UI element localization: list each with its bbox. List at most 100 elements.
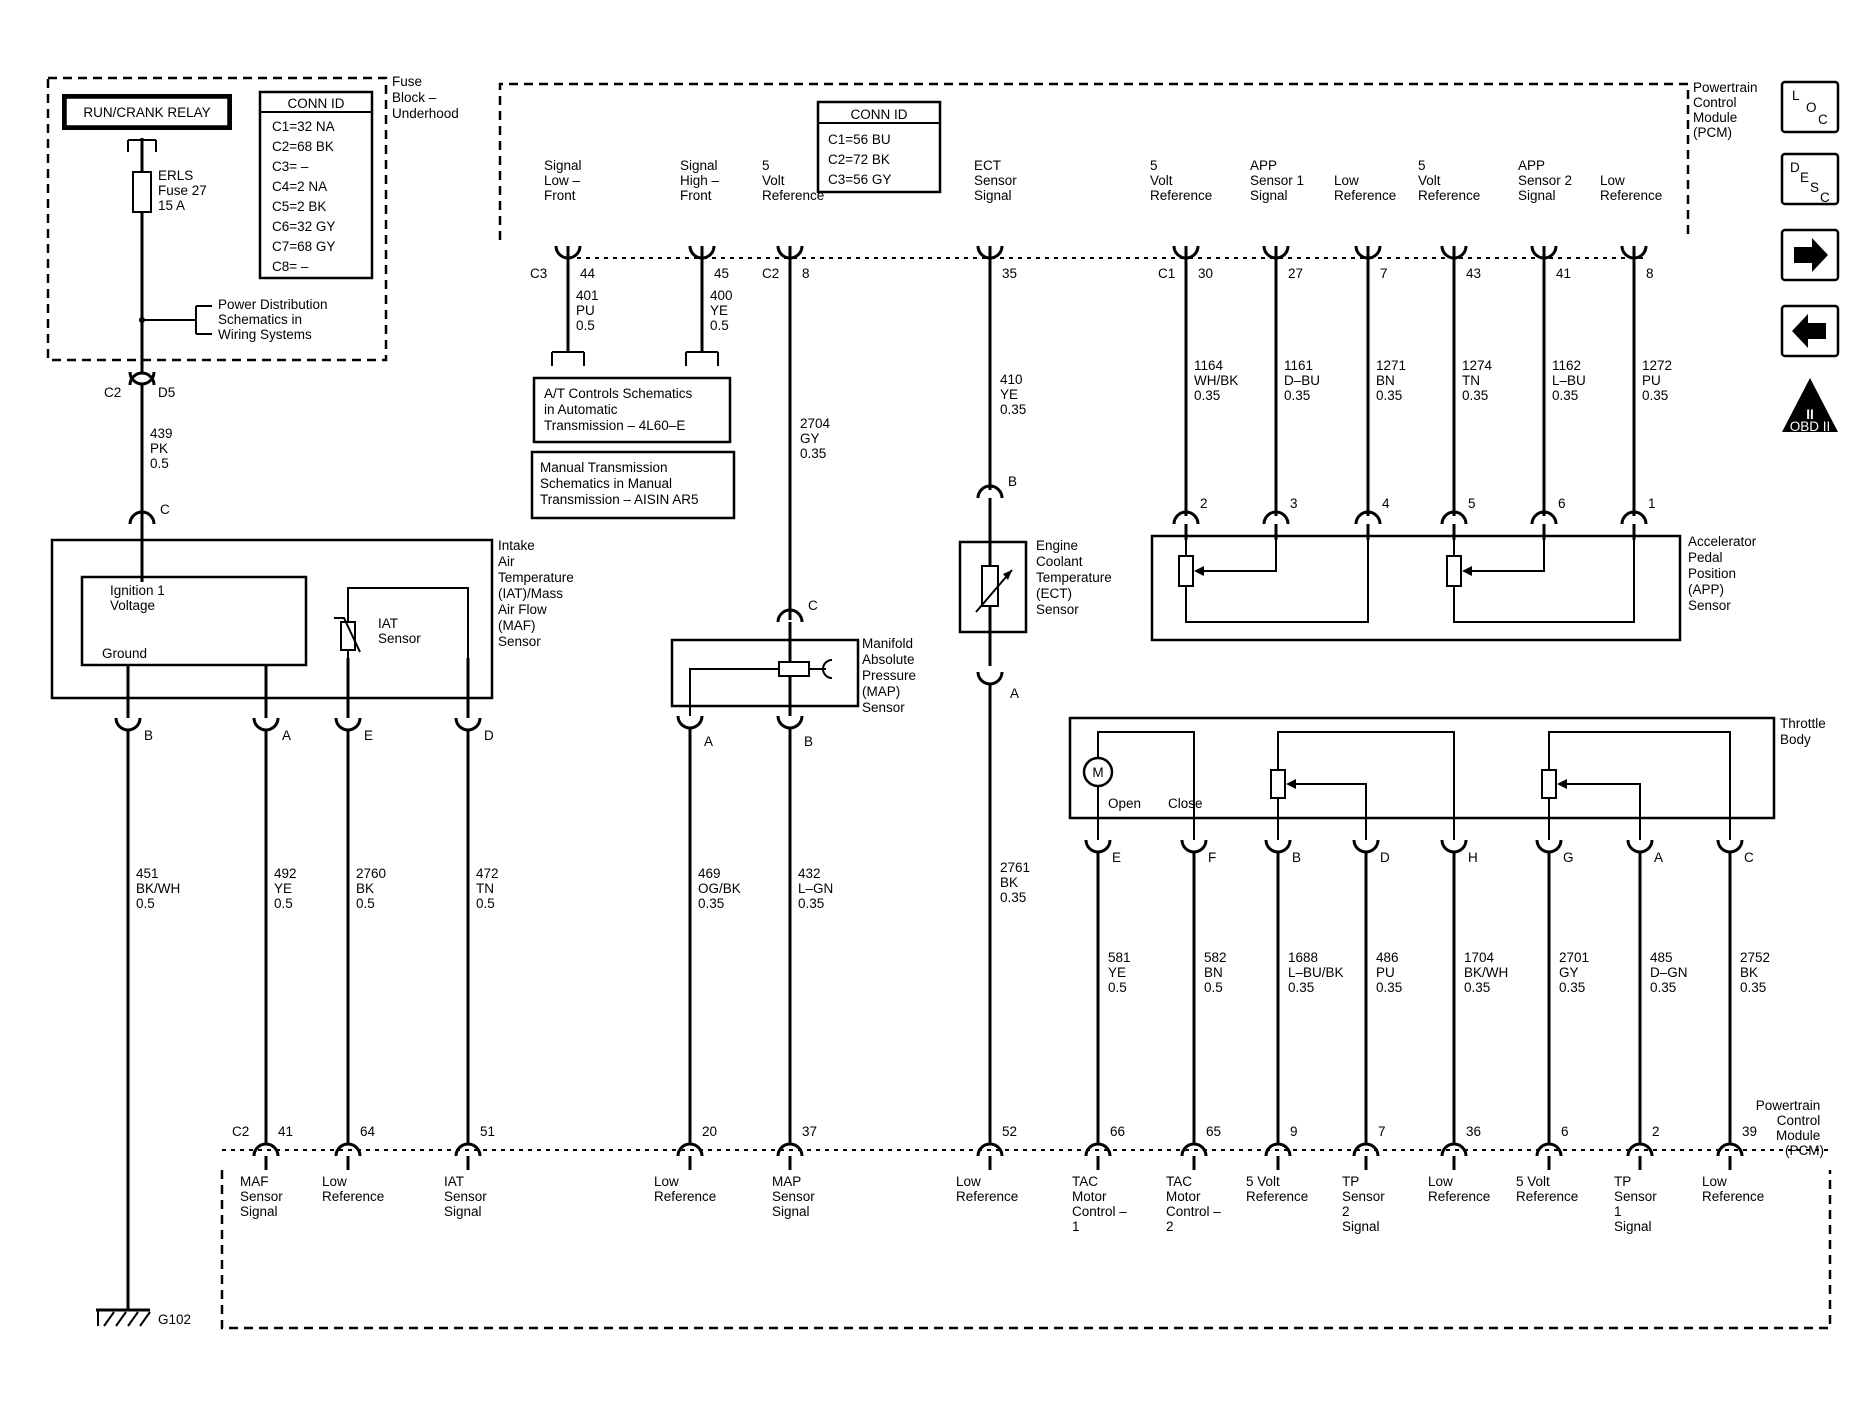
svg-text:S: S <box>1810 180 1819 195</box>
svg-text:E: E <box>1800 170 1809 185</box>
throttle-pin-1: F <box>1208 850 1216 865</box>
close-label: Close <box>1168 796 1203 811</box>
ect-sensor: 410 YE 0.35 B Engine Coolant Temperature… <box>958 258 1116 1144</box>
desc-button[interactable]: D E S C <box>1780 152 1840 206</box>
map-title: Manifold Absolute Pressure (MAP) Sensor <box>862 636 920 715</box>
fuse-block-title: Fuse Block – Underhood <box>392 74 459 121</box>
pcm-top-pin-1: 45 <box>714 266 729 281</box>
iat-maf-pin-0: B <box>144 728 153 743</box>
svg-text:C: C <box>1820 190 1830 205</box>
pcm-conn-id-title: CONN ID <box>851 107 908 122</box>
ground-label-g102: G102 <box>158 1312 191 1327</box>
wire-2761: 2761 BK 0.35 <box>1000 860 1034 905</box>
throttle-pin-6: A <box>1654 850 1663 865</box>
wire-400: 400 YE 0.5 <box>710 288 736 333</box>
pcm-bottom-pin-8: 9 <box>1290 1124 1298 1139</box>
fuse-conn-id-title: CONN ID <box>288 96 345 111</box>
app-title: Accelerator Pedal Position (APP) Sensor <box>1688 534 1760 613</box>
pcm-bottom-pin-0: 41 <box>278 1124 293 1139</box>
obd-ii-icon[interactable]: II OBD II <box>1782 378 1838 434</box>
throttle-pin-2: B <box>1292 850 1301 865</box>
app-pin-5: 1 <box>1648 496 1656 511</box>
throttle-pin-5: G <box>1563 850 1574 865</box>
ground-g102: G102 <box>96 1300 191 1327</box>
app-potentiometer-1-icon <box>1178 540 1369 623</box>
next-arrow-button[interactable] <box>1780 228 1840 282</box>
pcm-top-pin-6: 7 <box>1380 266 1388 281</box>
ect-pin-b: B <box>1008 474 1017 489</box>
wire-2704: 2704 GY 0.35 <box>800 416 834 461</box>
ect-title: Engine Coolant Temperature (ECT) Sensor <box>1036 538 1116 617</box>
pcm-bottom-pin-4: 37 <box>802 1124 817 1139</box>
app-sensor: Accelerator Pedal Position (APP) Sensor … <box>1150 258 1760 642</box>
pcm-conn-id-list: C1=56 BU C2=72 BK C3=56 GY <box>828 132 894 187</box>
loc-button[interactable]: L O C <box>1780 80 1840 134</box>
pcm-top-pin-7: 43 <box>1466 266 1481 281</box>
pcm-bottom-title: Powertrain Control Module (PCM) <box>1756 1098 1824 1158</box>
throttle-pin-7: C <box>1744 850 1754 865</box>
svg-text:L: L <box>1792 88 1800 103</box>
tp-sensor-2-icon <box>1270 731 1455 840</box>
pcm-bottom-pin-12: 2 <box>1652 1124 1660 1139</box>
svg-text:D: D <box>1790 160 1800 175</box>
prev-arrow-button[interactable] <box>1780 304 1840 358</box>
fuse-conn-id-list: C1=32 NA C2=68 BK C3= – C4=2 NA C5=2 BK … <box>272 119 339 274</box>
iat-maf-sensor: C Intake Air Temperature (IAT)/Mass Air … <box>50 502 578 718</box>
ect-pin-a: A <box>1010 686 1019 701</box>
open-label: Open <box>1108 796 1141 811</box>
svg-text:C: C <box>1818 112 1828 127</box>
map-pin-c: C <box>808 598 818 613</box>
pcm-top-pin-2: 8 <box>802 266 810 281</box>
pcm-bottom-conn: C2 <box>232 1124 249 1139</box>
wire-401: 401 PU 0.5 <box>576 288 602 333</box>
pcm-top-pin-8: 41 <box>1556 266 1571 281</box>
pcm-top-pin-0: 44 <box>580 266 596 281</box>
pcm-conn-c2: C2 <box>762 266 779 281</box>
app-pin-3: 5 <box>1468 496 1476 511</box>
pcm-conn-c3: C3 <box>530 266 547 281</box>
fuse-27-icon <box>132 171 152 213</box>
pcm-bottom-pin-1: 64 <box>360 1124 376 1139</box>
pcm-top-pin-9: 8 <box>1646 266 1654 281</box>
iat-maf-pin-3: D <box>484 728 494 743</box>
pcm-top-pin-5: 27 <box>1288 266 1303 281</box>
pcm-top: Powertrain Control Module (PCM) CONN ID … <box>498 80 1758 281</box>
pcm-bottom-pin-11: 6 <box>1561 1124 1569 1139</box>
fuse-label: ERLS Fuse 27 15 A <box>158 168 211 213</box>
arrow-left-icon <box>1792 314 1826 348</box>
at-controls-ref: A/T Controls Schematics in Automatic Tra… <box>544 386 696 433</box>
run-crank-relay-label: RUN/CRANK RELAY <box>83 105 210 120</box>
pcm-bottom-pin-6: 66 <box>1110 1124 1125 1139</box>
app-pin-1: 3 <box>1290 496 1298 511</box>
iat-maf-pin-1: A <box>282 728 291 743</box>
pcm-top-pin-3: 35 <box>1002 266 1017 281</box>
svg-text:II: II <box>1806 407 1814 422</box>
iat-maf-title: Intake Air Temperature (IAT)/Mass Air Fl… <box>498 538 578 649</box>
map-pin-1: B <box>804 734 813 749</box>
